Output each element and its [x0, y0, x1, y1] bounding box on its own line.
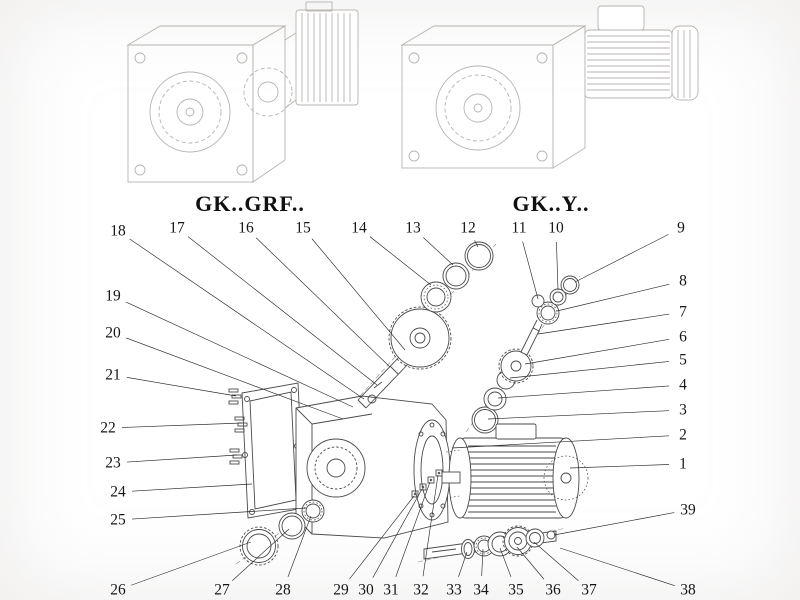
callout-number-3: 3 — [679, 402, 687, 419]
callout-number-11: 11 — [512, 220, 527, 237]
callout-number-4: 4 — [679, 377, 687, 394]
callout-number-30: 30 — [358, 582, 374, 599]
callout-number-35: 35 — [508, 582, 524, 599]
callout-number-38: 38 — [680, 582, 696, 599]
pinion-shaft-assembly — [471, 275, 580, 434]
leader-line-8 — [556, 283, 670, 312]
leader-line-14 — [369, 236, 432, 286]
gear-housing — [295, 394, 451, 539]
callout-number-6: 6 — [679, 329, 687, 346]
electric-motor — [441, 423, 589, 519]
leader-line-21 — [126, 377, 237, 397]
callout-number-22: 22 — [100, 420, 116, 437]
callout-number-33: 33 — [446, 582, 462, 599]
output-shaft-assembly — [423, 525, 557, 560]
callout-number-2: 2 — [679, 427, 687, 444]
callout-number-13: 13 — [405, 220, 421, 237]
leader-line-9 — [574, 234, 669, 283]
leader-line-35 — [499, 547, 512, 578]
leader-line-7 — [537, 313, 670, 335]
leader-line-29 — [349, 495, 415, 580]
motor-drawing — [584, 5, 699, 101]
callout-number-9: 9 — [677, 220, 685, 237]
leader-line-15 — [311, 238, 406, 351]
bearing-cover-parts — [239, 499, 325, 566]
model-label-grf: GK..GRF.. — [195, 191, 305, 216]
callout-number-23: 23 — [105, 455, 121, 472]
callout-number-27: 27 — [214, 582, 230, 599]
leader-line-12 — [474, 240, 479, 248]
callout-number-25: 25 — [110, 512, 126, 529]
callout-number-12: 12 — [460, 220, 476, 237]
callout-number-28: 28 — [275, 582, 291, 599]
leader-line-23 — [126, 454, 238, 463]
callout-number-16: 16 — [238, 220, 254, 237]
callout-number-29: 29 — [333, 582, 349, 599]
plate-screws — [228, 388, 248, 465]
leader-line-3 — [487, 410, 670, 420]
callout-number-17: 17 — [169, 220, 185, 237]
leader-line-34 — [481, 548, 484, 577]
callout-number-26: 26 — [110, 582, 126, 599]
callout-number-31: 31 — [383, 582, 399, 599]
callout-number-18: 18 — [110, 223, 126, 240]
leader-line-26 — [131, 541, 252, 586]
leader-line-6 — [524, 339, 670, 365]
callout-number-21: 21 — [105, 367, 121, 384]
leader-line-32 — [422, 474, 439, 577]
leader-line-33 — [458, 551, 468, 577]
leader-line-27 — [232, 528, 290, 581]
exploded-view — [228, 241, 589, 566]
leader-line-2 — [451, 435, 670, 449]
callout-number-36: 36 — [545, 582, 561, 599]
callout-layer: 1234567891011121314151617181920212223242… — [100, 220, 696, 599]
callout-number-10: 10 — [548, 220, 564, 237]
mounting-plate — [241, 382, 305, 519]
leader-line-19 — [125, 301, 354, 408]
leader-line-38 — [559, 547, 675, 586]
leader-line-37 — [533, 541, 579, 582]
callout-number-37: 37 — [581, 582, 597, 599]
leader-line-17 — [187, 236, 378, 386]
leader-line-25 — [131, 507, 307, 520]
callout-number-1: 1 — [679, 456, 687, 473]
leader-line-36 — [516, 546, 545, 580]
leader-line-30 — [372, 488, 423, 578]
leader-line-20 — [125, 337, 344, 420]
callout-number-19: 19 — [105, 288, 121, 305]
leader-line-18 — [129, 238, 365, 400]
input-gear-assembly — [357, 241, 494, 409]
grf-fin-cover — [284, 1, 359, 109]
leader-line-11 — [522, 241, 539, 300]
leader-line-28 — [287, 515, 312, 578]
leader-line-22 — [121, 422, 243, 428]
leader-line-10 — [556, 241, 559, 291]
grf-unit-drawing — [126, 1, 359, 183]
motor-fasteners — [411, 449, 461, 499]
leader-line-4 — [497, 385, 670, 399]
leader-line-16 — [255, 237, 391, 368]
leader-line-39 — [553, 512, 675, 536]
callout-number-15: 15 — [295, 220, 311, 237]
callout-number-34: 34 — [473, 582, 489, 599]
callout-number-39: 39 — [680, 502, 696, 519]
leader-line-1 — [569, 464, 670, 469]
leader-line-5 — [509, 361, 670, 379]
callout-number-24: 24 — [110, 484, 126, 501]
model-label-y: GK..Y.. — [512, 191, 590, 216]
callout-number-7: 7 — [679, 304, 687, 321]
callout-number-14: 14 — [351, 220, 367, 237]
leader-line-13 — [423, 237, 454, 266]
leader-line-31 — [395, 481, 431, 577]
y-unit-drawing — [400, 5, 699, 169]
callout-number-8: 8 — [679, 273, 687, 290]
callout-number-32: 32 — [413, 582, 429, 599]
callout-number-20: 20 — [105, 325, 121, 342]
leader-line-24 — [131, 483, 253, 492]
callout-number-5: 5 — [679, 352, 687, 369]
